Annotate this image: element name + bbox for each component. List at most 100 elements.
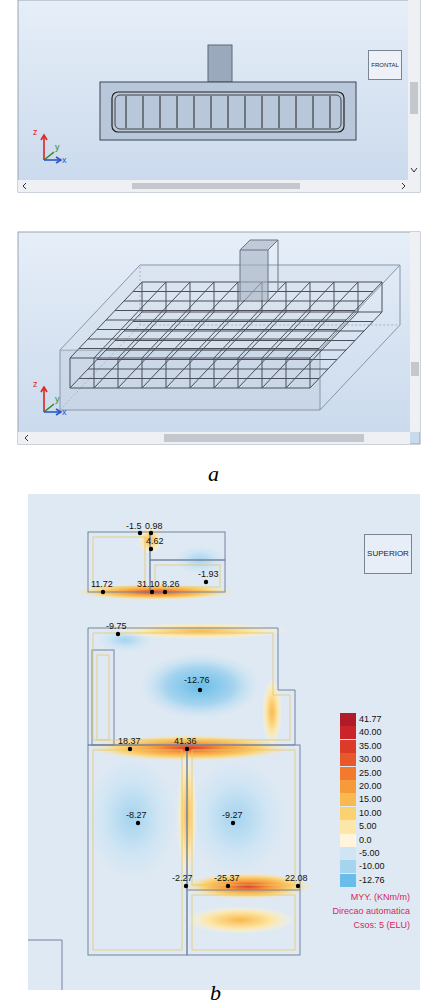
legend-caption: Direcao automatica [332,907,410,916]
legend-value: 30.00 [359,755,382,764]
legend-swatch [340,807,356,820]
moment-value: 22.08 [285,874,308,883]
legend-caption: Csos: 5 (ELU) [353,921,410,930]
rebar-hook [214,358,215,388]
stirrup [296,96,297,128]
rebar [97,329,337,330]
legend-swatch [340,860,356,873]
rebar-hook [334,282,335,312]
axis-label: y [55,143,60,152]
stirrup [126,96,127,128]
moment-value: -1.5 [126,522,142,531]
rebar-hook [238,282,239,312]
moment-value: 0.98 [145,522,163,531]
rebar [124,301,364,302]
moment-value: -9.27 [222,811,243,820]
rebar [115,340,355,341]
legend-swatch [340,753,356,766]
axis-label: z [33,128,38,137]
moment-value: 4.62 [146,537,164,546]
axis-label: x [62,156,67,165]
moment-value: 18.37 [118,737,141,746]
rebar-hook [262,358,263,388]
rebar [115,310,355,311]
view-label-box: FRONTAL [368,50,402,80]
stirrup [143,96,144,128]
legend-value: 40.00 [359,728,382,737]
legend-value: -10.00 [359,862,385,871]
legend-swatch [340,793,356,806]
moment-value: -12.76 [184,676,210,685]
moment-value: 11.72 [91,580,113,589]
moment-value: -9.75 [106,622,127,631]
stirrup [279,96,280,128]
moment-contour-plan [28,494,420,990]
rebar [133,321,373,322]
rebar [106,320,346,321]
legend-swatch [340,820,356,833]
stirrup [160,96,161,128]
legend-value: 41.77 [359,715,382,724]
moment-value: 8.26 [162,580,180,589]
rebar-hook [142,358,143,388]
rebar-hook [310,282,311,312]
rebar-hook [190,358,191,388]
axis-label: x [62,408,67,417]
isometric-window [18,232,420,444]
rebar-hook [214,282,215,312]
rebar-hook [190,282,191,312]
rebar [106,350,346,351]
rebar-hook [358,282,359,312]
rebar-hook [118,358,119,388]
stirrup [313,96,314,128]
view-label: SUPERIOR [367,550,409,558]
legend-value: 0.0 [359,836,372,845]
view-label: FRONTAL [371,62,399,68]
legend-value: 35.00 [359,742,382,751]
legend-swatch [340,834,356,847]
rebar [88,369,328,370]
view-label-box: SUPERIOR [364,534,412,574]
legend-value: 10.00 [359,809,382,818]
moment-value: 41.36 [174,737,197,746]
rebar-hook [94,358,95,388]
frontal-window [18,0,420,192]
moment-value: -2.27 [172,874,193,883]
rebar [79,378,319,379]
moment-value: 31.10 [137,580,160,589]
rebar-hook [70,358,71,388]
rebar-hook [310,358,311,388]
legend-swatch [340,780,356,793]
legend-swatch [340,740,356,753]
rebar-hook [238,358,239,388]
stirrup [211,96,212,128]
moment-value: -8.27 [126,811,147,820]
legend-swatch [340,847,356,860]
panel-letter: b [210,982,221,1004]
stirrup [262,96,263,128]
legend-value: 20.00 [359,782,382,791]
stirrup [330,96,331,128]
legend-value: -12.76 [359,876,385,885]
moment-value: -1.93 [198,570,219,579]
rebar-hook [142,282,143,312]
axis-label: y [55,395,60,404]
rebar-hook [286,282,287,312]
panel-letter: a [208,463,219,485]
stirrup [194,96,195,128]
legend-swatch [340,767,356,780]
rebar [79,348,319,349]
legend-value: -5.00 [359,849,380,858]
rebar-hook [286,358,287,388]
legend-swatch [340,874,356,887]
legend-value: 5.00 [359,822,377,831]
rebar [97,359,337,360]
legend-caption: MYY. (KNm/m) [351,893,410,902]
axis-label: z [33,380,38,389]
legend-swatch [340,726,356,739]
stirrup [228,96,229,128]
rebar [88,339,328,340]
stirrup [177,96,178,128]
legend-value: 25.00 [359,769,382,778]
